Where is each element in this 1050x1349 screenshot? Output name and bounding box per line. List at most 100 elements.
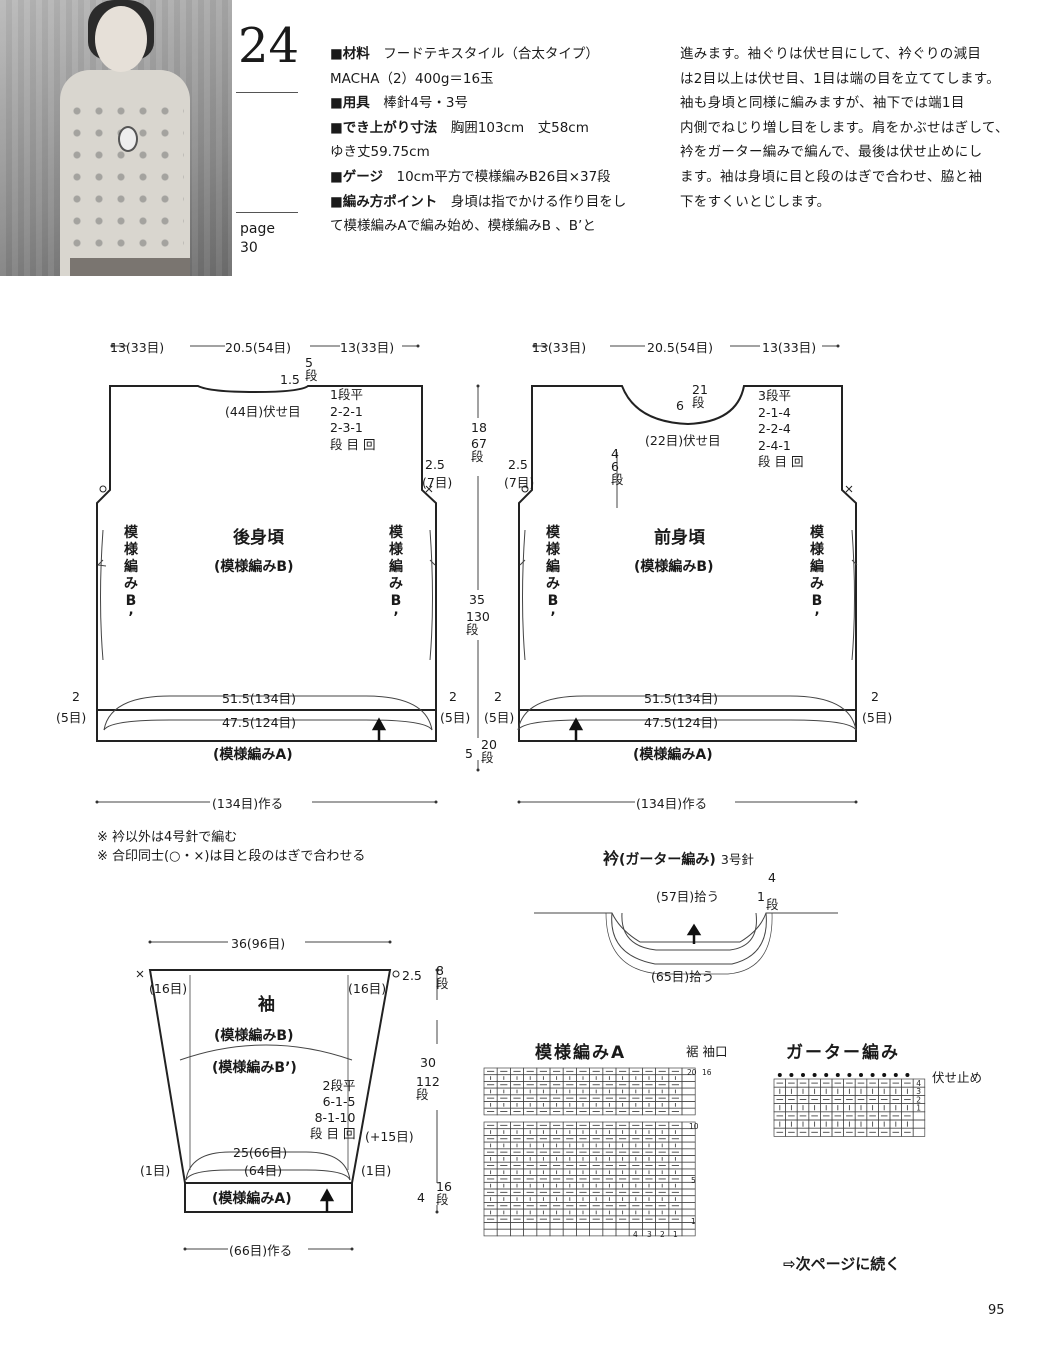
sleeve-sub2: (模様編みB’)	[212, 1060, 297, 1076]
front-top-mid: 20.5(54目)	[647, 340, 713, 355]
front-top-right: 13(33目)	[762, 340, 817, 355]
dim-v3r: 20 段	[481, 737, 497, 765]
sleeve-r3r: 16 段	[436, 1179, 452, 1207]
front-side-st: (5目)	[484, 710, 515, 725]
instruction-line: ます。袖は身頃に目と段のはぎで合わせ、脇と袖	[680, 168, 983, 185]
back-subtitle: (模様編みB)	[214, 559, 294, 575]
instructions-col1: ■材料 フードテキスタイル（合太タイプ）MACHA（2）400g＝16玉■用具 …	[330, 42, 665, 239]
garter-bind-off: 伏せ止め	[932, 1070, 983, 1085]
svg-text:16: 16	[702, 1068, 712, 1077]
table-line: 段 目 回	[758, 454, 804, 469]
instruction-line: 下をすくいとじします。	[680, 193, 831, 210]
back-top-mid: 20.5(54目)	[225, 340, 291, 355]
collar-title: 衿(ガーター編み) 3号針	[603, 849, 754, 868]
page-reference: page 30	[240, 221, 275, 256]
table-line: ※ 衿以外は4号針で編む	[97, 830, 238, 845]
back-top-left: 13(33目)	[110, 340, 165, 355]
front-neck-side: 46段	[611, 446, 624, 487]
front-band: (模様編みA)	[633, 747, 713, 763]
back-neck-bind: (44目)伏せ目	[225, 404, 301, 419]
sleeve-cast-on: (66目)作る	[229, 1243, 293, 1258]
back-neck-depth: 1.5	[280, 372, 300, 387]
instruction-line: ゆき丈59.75cm	[330, 144, 430, 161]
front-arm: 2.5	[508, 457, 528, 472]
sleeve-sub1: (模様編みB)	[214, 1028, 294, 1044]
sleeve-corner: (16目)	[149, 981, 188, 996]
svg-text:2: 2	[660, 1230, 665, 1239]
table-line: 2-2-1	[330, 403, 363, 419]
divider	[236, 92, 298, 93]
dim-v1r: 67 段	[471, 436, 487, 464]
back-band: (模様編みA)	[213, 747, 293, 763]
instruction-line: MACHA（2）400g＝16玉	[330, 70, 494, 87]
instruction-line: ■ゲージ 10cm平方で模様編みB26目×37段	[330, 168, 611, 185]
front-arm-st: (7目)	[504, 475, 535, 490]
svg-text:1: 1	[691, 1217, 696, 1226]
instruction-line: て模様編みAで編み始め、模様編みB 、B’と	[330, 218, 596, 235]
chart-a-label-right: 裾 袖口	[686, 1044, 728, 1059]
svg-text:2: 2	[916, 1095, 921, 1104]
table-line: 2段平	[322, 1078, 356, 1093]
front-outline	[518, 385, 857, 742]
front-width2: 47.5(124目)	[644, 715, 718, 730]
dim-v1: 18	[471, 420, 487, 435]
continue-label: ⇨次ページに続く	[783, 1255, 901, 1273]
sleeve-one: (1目)	[361, 1163, 392, 1178]
svg-text:1: 1	[916, 1104, 921, 1113]
front-neck-depth: 6	[676, 398, 684, 413]
sleeve-r2r: 112 段	[416, 1074, 440, 1102]
table-line: 2-1-4	[758, 404, 791, 420]
table-line: 2-3-1	[330, 420, 363, 435]
back-side-st: 2	[449, 689, 457, 704]
front-cast-on: (134目)作る	[636, 796, 708, 811]
instruction-line: 袖も身頃と同様に編みますが、袖下では端1目	[680, 95, 965, 112]
page-number: 95	[988, 1303, 1005, 1318]
table-line: 1段平	[330, 387, 363, 402]
sleeve-corner: (16目)	[348, 981, 387, 996]
instruction-line: 内側でねじり増し目をします。肩をかぶせはぎして、	[680, 119, 1009, 136]
svg-text:1: 1	[673, 1230, 678, 1239]
dim-v2: 35	[469, 592, 485, 607]
back-arm-st: (7目)	[422, 475, 453, 490]
sleeve-r2: 30	[420, 1055, 436, 1070]
svg-text:5: 5	[691, 1176, 696, 1185]
back-width1: 51.5(134目)	[222, 691, 296, 706]
sleeve-w1: 25(66目)	[233, 1145, 288, 1160]
table-line: 段 目 回	[310, 1126, 356, 1141]
sleeve-w2: (64目)	[244, 1163, 283, 1178]
front-title: 前身頃	[654, 528, 705, 548]
instruction-line: ■でき上がり寸法 胸囲103cm 丈58cm	[330, 119, 589, 136]
svg-text:4: 4	[916, 1079, 921, 1088]
svg-text:10: 10	[689, 1122, 699, 1131]
back-width2: 47.5(124目)	[222, 715, 296, 730]
instructions-col2: 進みます。袖ぐりは伏せ目にして、衿ぐりの減目は2目以上は伏せ目、1目は端の目を立…	[680, 42, 1010, 214]
back-outline	[96, 385, 437, 742]
front-side-st: 2	[871, 689, 879, 704]
sleeve-r3: 4	[417, 1190, 425, 1205]
back-side-st: (5目)	[56, 710, 87, 725]
sleeve-band: (模様編みA)	[212, 1191, 292, 1207]
collar-rows: 段	[766, 897, 779, 912]
table-line: 6-1-5	[322, 1094, 356, 1109]
back-title: 後身頃	[233, 528, 284, 548]
garter-title: ガーター編み	[786, 1043, 900, 1063]
collar-pick1: (57目)拾う	[656, 889, 720, 904]
front-neck-rows: 21 段	[692, 382, 708, 410]
chart-a-title: 模様編みA	[535, 1043, 627, 1063]
svg-text:4: 4	[633, 1230, 638, 1239]
instruction-line: ■編み方ポイント 身頃は指でかける作り目をし	[330, 193, 627, 210]
table-line: 段 目 回	[330, 436, 376, 452]
back-arm: 2.5	[425, 457, 445, 472]
front-top-left: 13(33目)	[532, 340, 587, 355]
table-line: 8-1-10	[314, 1110, 356, 1125]
pattern-number: 24	[238, 18, 300, 74]
